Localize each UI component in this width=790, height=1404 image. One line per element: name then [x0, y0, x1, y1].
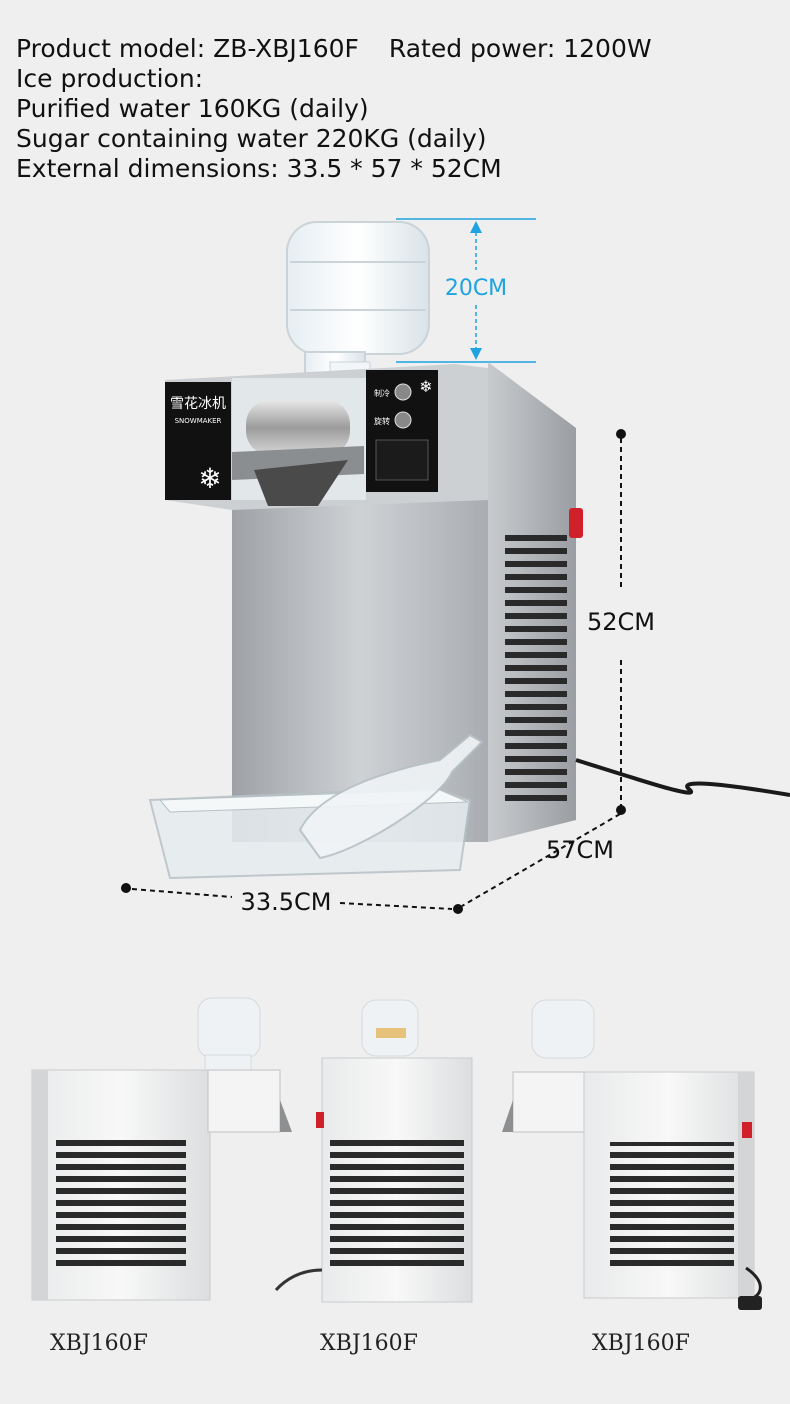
brand-en: SNOWMAKER [175, 417, 222, 425]
height-label: 52CM [587, 608, 655, 636]
back-view: XBJ160F [274, 999, 473, 1356]
panel-snowflake-icon: ❄ [419, 377, 432, 396]
view-1-model-label: XBJ160F [50, 1331, 148, 1356]
view-3-model-label: XBJ160F [592, 1331, 690, 1356]
spec-model: Product model: ZB-XBJ160F [16, 34, 359, 63]
spec-power: Rated power: 1200W [388, 34, 652, 63]
rotate-knob-icon [394, 411, 412, 429]
bottle-height-label: 20CM [445, 276, 507, 301]
spec-ice-title: Ice production: [16, 64, 204, 93]
control-label-cool: 制冷 [374, 388, 390, 398]
brand-panel [165, 382, 231, 500]
brand-cn: 雪花冰机 [170, 396, 226, 412]
ice-scoop [298, 733, 484, 860]
water-bottle [286, 221, 430, 389]
power-switch [569, 508, 583, 538]
control-label-rotate: 旋转 [374, 416, 390, 426]
height-dimension: 52CM [587, 429, 655, 815]
spec-list: Product model: ZB-XBJ160F Rated power: 12… [16, 34, 652, 184]
depth-dimension: 57CM [453, 813, 621, 914]
width-dimension: 33.5CM [121, 883, 453, 916]
spec-purified-water: Purified water 160KG (daily) [16, 94, 369, 123]
shaving-drum [246, 400, 350, 455]
snowmaker-machine: 雪花冰机 SNOWMAKER ❄ 制冷 旋转 ❄ [165, 362, 583, 842]
hero-product-image: 20CM 雪花冰机 SNOWMAKER ❄ [121, 218, 790, 916]
spec-dimensions: External dimensions: 33.5 * 57 * 52CM [16, 154, 502, 183]
depth-label: 57CM [546, 836, 614, 864]
spec-sugar-water: Sugar containing water 220KG (daily) [16, 124, 487, 153]
side-views: XBJ160F XBJ160F XBJ160F [31, 997, 762, 1356]
view-3-switch [742, 1122, 752, 1138]
side-vents [505, 535, 567, 801]
cool-knob-icon [394, 383, 412, 401]
width-label: 33.5CM [241, 888, 332, 916]
instructions-plate [375, 439, 429, 481]
bottle-height-dimension: 20CM [396, 218, 536, 363]
snowflake-icon: ❄ [198, 462, 221, 495]
right-side-view: XBJ160F [502, 999, 762, 1356]
left-side-view: XBJ160F [31, 997, 292, 1356]
spec-line-1: Product model: ZB-XBJ160F Rated power: 12… [16, 34, 652, 64]
power-cord [575, 758, 790, 797]
view-2-model-label: XBJ160F [320, 1331, 418, 1356]
